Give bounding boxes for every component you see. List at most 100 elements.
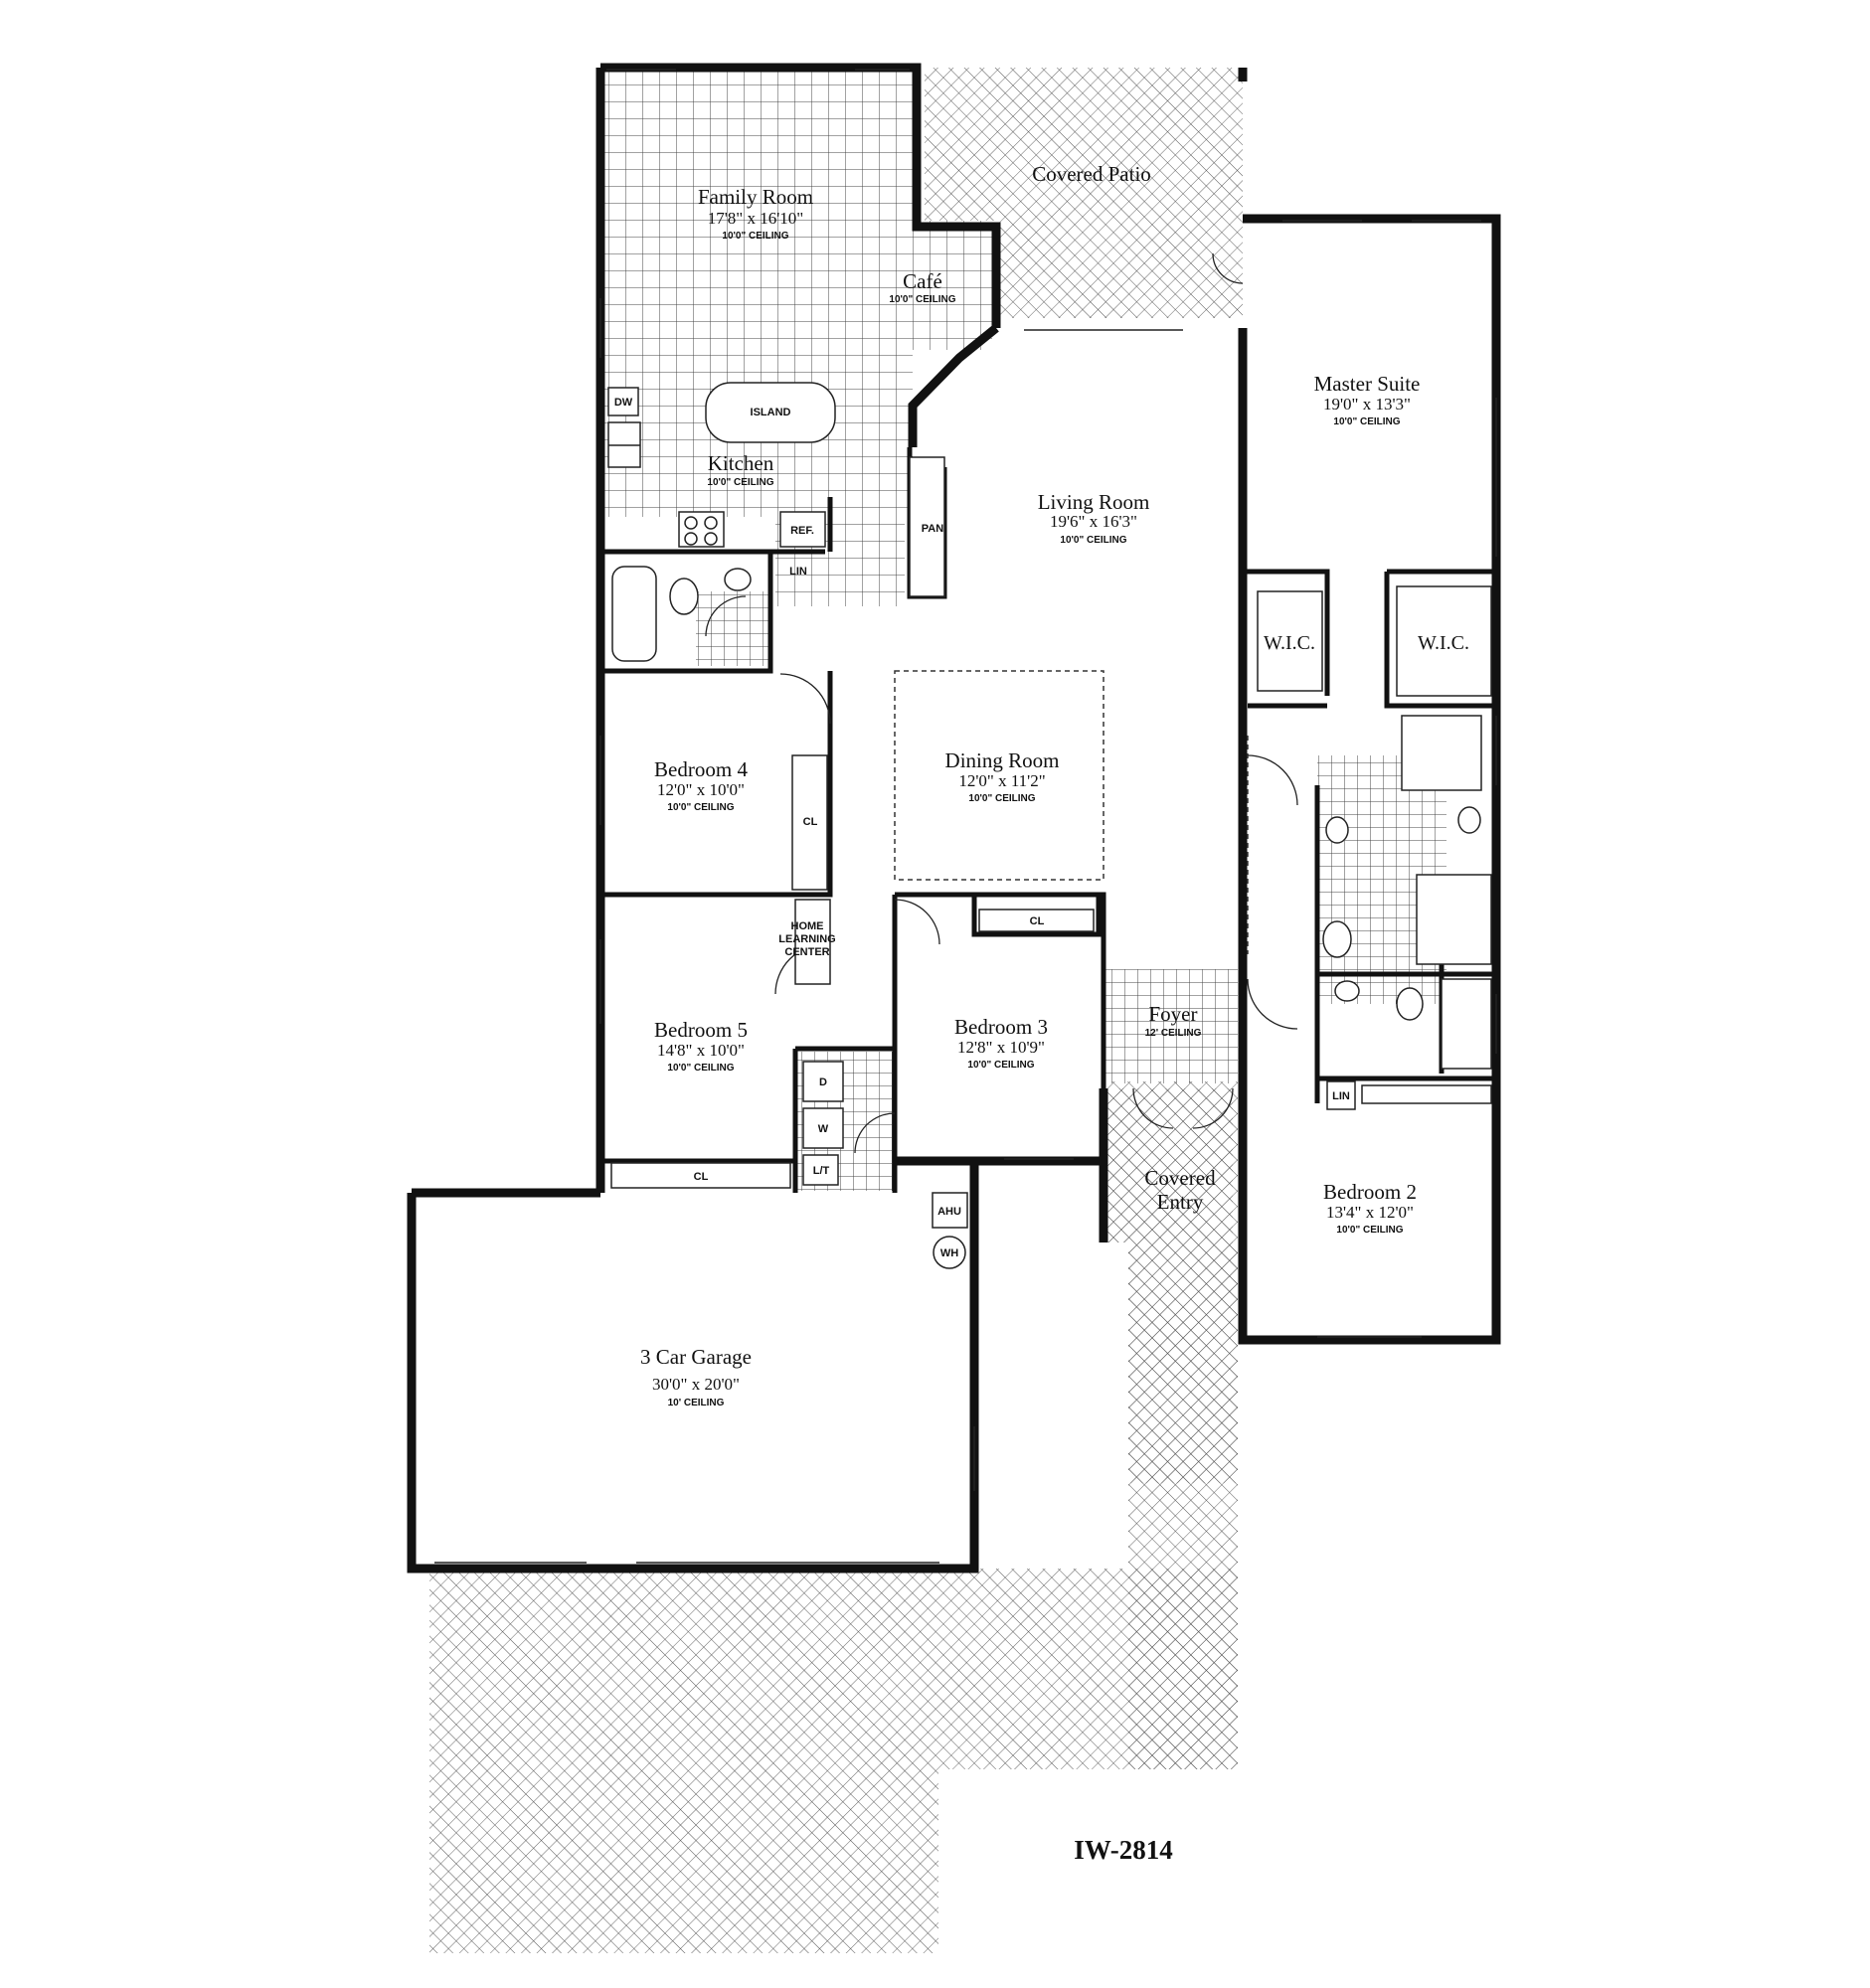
pantry-label: PAN (922, 523, 943, 535)
master-shower (1416, 874, 1492, 965)
walk-in-closet-right (1396, 585, 1492, 697)
master-suite-ceiling: 10'0" CEILING (1333, 416, 1400, 427)
foyer-name: Foyer (1149, 1002, 1198, 1026)
island-label: ISLAND (751, 407, 791, 418)
hlc-label-2: LEARNING (778, 933, 835, 945)
room-labels: Family Room 17'8" x 16'10" 10'0" CEILING… (640, 162, 1420, 1408)
covered-patio-area (925, 68, 1243, 318)
dining-tray-ceiling (894, 670, 1105, 881)
closet-bedroom3 (978, 909, 1095, 932)
laundry-tub-label: L/T (813, 1165, 830, 1177)
refrigerator-label: REF. (790, 525, 814, 537)
foyer-ceiling: 12' CEILING (1145, 1028, 1202, 1039)
dishwasher-label: DW (614, 397, 633, 409)
bedroom-2-ceiling: 10'0" CEILING (1336, 1225, 1403, 1236)
garage-ceiling: 10' CEILING (668, 1398, 725, 1408)
linen-label-hall: LIN (789, 566, 807, 578)
doors (705, 252, 1298, 1154)
bath2-toilet (1396, 987, 1424, 1021)
family-top-wall (600, 63, 1001, 328)
washer-label: W (818, 1123, 829, 1135)
living-room-name: Living Room (1038, 490, 1150, 514)
family-room-name: Family Room (698, 185, 813, 209)
walk-in-closet-left (1257, 590, 1323, 692)
kitchen-ceiling: 10'0" CEILING (707, 477, 773, 488)
bed3-bottom-wall (900, 1088, 1108, 1166)
refrigerator (779, 511, 826, 548)
closet-bedroom2 (1361, 1084, 1492, 1104)
linen-bedroom2 (1326, 1080, 1356, 1110)
family-room-ceiling: 10'0" CEILING (722, 231, 788, 242)
cafe-name: Café (903, 269, 942, 293)
paver-areas (429, 68, 1243, 1953)
entry-walk (1104, 1081, 1238, 1769)
washer (802, 1107, 844, 1149)
family-kitchen-tile (604, 70, 913, 517)
water-heater (933, 1236, 966, 1269)
living-room-dims: 19'6" x 16'3" (1050, 512, 1137, 531)
bedroom-5-name: Bedroom 5 (654, 1018, 748, 1042)
living-room-ceiling: 10'0" CEILING (1060, 535, 1126, 546)
windows (434, 69, 1497, 1564)
bath2-sink (1334, 980, 1360, 1002)
foyer-tile (1104, 969, 1238, 1083)
bedroom-2-name: Bedroom 2 (1323, 1180, 1417, 1204)
kitchen-island (705, 382, 836, 443)
wic-right-label: W.I.C. (1418, 632, 1469, 654)
dryer (802, 1061, 844, 1102)
master-suite-dims: 19'0" x 13'3" (1323, 395, 1411, 414)
ceiling-outlines (894, 670, 1249, 954)
bedroom-3-dims: 12'8" x 10'9" (957, 1038, 1045, 1057)
bedroom-5-dims: 14'8" x 10'0" (657, 1041, 745, 1060)
garage-name: 3 Car Garage (640, 1345, 752, 1369)
closet-bedroom5 (610, 1162, 791, 1189)
bedroom-3-ceiling: 10'0" CEILING (967, 1060, 1034, 1071)
covered-entry-name-2: Entry (1157, 1190, 1204, 1214)
bedroom-4-ceiling: 10'0" CEILING (667, 802, 734, 813)
bathtub (611, 566, 657, 662)
master-suite-name: Master Suite (1314, 372, 1421, 396)
bedroom-4-name: Bedroom 4 (654, 757, 748, 781)
hlc-label-3: CENTER (784, 946, 829, 958)
driveway (429, 1242, 1238, 1953)
laundry-tub (802, 1154, 839, 1186)
dining-room-name: Dining Room (945, 748, 1060, 772)
air-handler (932, 1192, 968, 1229)
dining-room-dims: 12'0" x 11'2" (958, 771, 1045, 790)
interior-walls (600, 447, 1496, 1193)
garage-dims: 30'0" x 20'0" (652, 1375, 740, 1394)
master-sink-right (1457, 806, 1481, 834)
master-tub (1401, 715, 1482, 791)
covered-entry-name-1: Covered (1144, 1166, 1216, 1190)
kitchen-name: Kitchen (708, 451, 774, 475)
home-learning-center (794, 899, 831, 985)
hlc-label-1: HOME (791, 920, 824, 932)
family-room-dims: 17'8" x 16'10" (708, 209, 804, 228)
fixtures: ISLAND DW REF. LIN PAN CL HOME LEARNING … (607, 382, 1492, 1269)
closet-bedroom3-label: CL (1030, 915, 1045, 927)
master-toilet (1322, 920, 1352, 958)
closet-bedroom4 (791, 754, 828, 891)
toilet-hall (669, 578, 699, 615)
bedroom-5-ceiling: 10'0" CEILING (667, 1063, 734, 1074)
bedroom-3-name: Bedroom 3 (954, 1015, 1048, 1039)
linen-bedroom2-label: LIN (1332, 1090, 1350, 1102)
dining-room-ceiling: 10'0" CEILING (968, 793, 1035, 804)
cafe-ceiling: 10'0" CEILING (889, 294, 955, 305)
bath2-shower (1441, 978, 1492, 1070)
closet-bedroom5-label: CL (694, 1171, 709, 1183)
air-handler-label: AHU (937, 1206, 961, 1218)
pantry (909, 456, 945, 597)
dryer-label: D (819, 1077, 827, 1088)
master-sink-left (1325, 816, 1349, 844)
water-heater-label: WH (940, 1247, 958, 1259)
model-number: IW-2814 (1074, 1835, 1173, 1865)
bedroom-2-dims: 13'4" x 12'0" (1326, 1203, 1414, 1222)
wic-left-label: W.I.C. (1264, 632, 1315, 654)
sink-hall (724, 568, 752, 591)
covered-patio-name: Covered Patio (1032, 162, 1151, 186)
bedroom-4-dims: 12'0" x 10'0" (657, 780, 745, 799)
cafe-tile (913, 221, 992, 350)
dishwasher (607, 387, 639, 416)
